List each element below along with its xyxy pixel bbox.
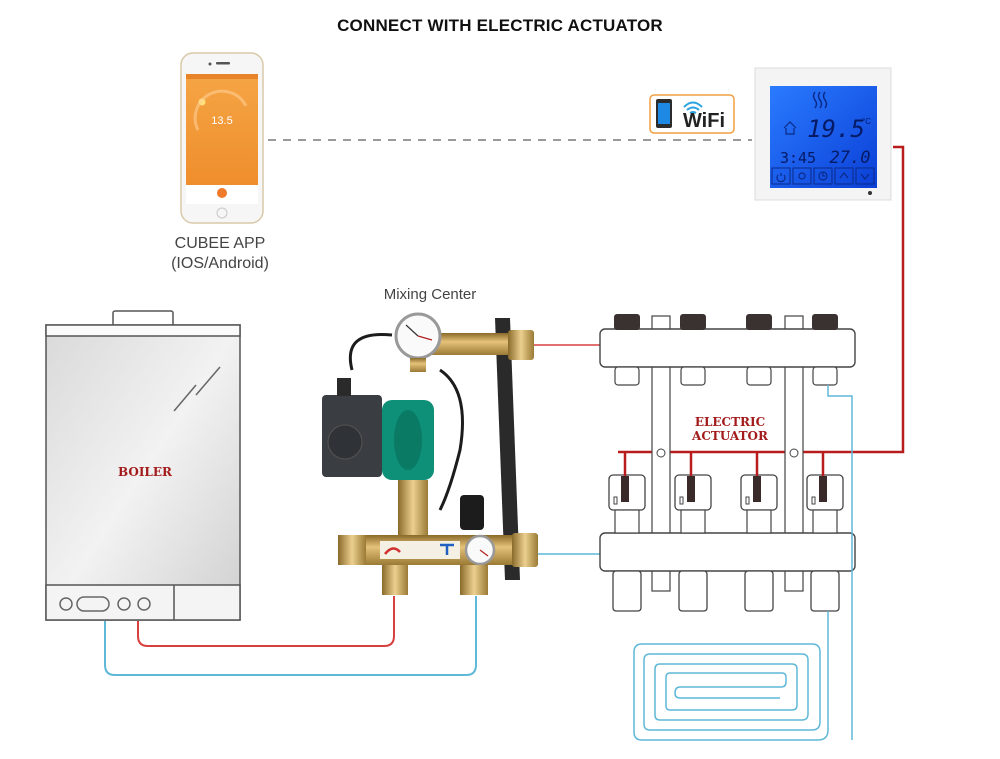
home-icon (783, 121, 797, 135)
boiler-return-pipe (104, 596, 477, 676)
phone-temp: 13.5 (211, 115, 232, 127)
app-name: CUBEE APP (174, 235, 266, 252)
boiler-dial-1 (59, 597, 73, 611)
phone-home-button (216, 207, 228, 219)
power-icon (776, 173, 786, 183)
down-icon (860, 173, 870, 180)
supply-outlet-fitting (746, 366, 772, 386)
supply-valve-cap (680, 314, 706, 330)
wifi-label: WiFi (683, 110, 725, 132)
return-manifold-bar (599, 532, 856, 572)
return-outlet-fitting (810, 570, 840, 612)
thermostat-lcd (770, 86, 877, 188)
electric-actuator-label: ELECTRIC ACTUATOR (660, 415, 800, 443)
electric-actuator (740, 474, 778, 534)
mode-icon (798, 172, 806, 180)
return-outlet-fitting (744, 570, 774, 612)
app-label: CUBEE APP (IOS/Android) (150, 234, 290, 274)
supply-outlet-fitting (614, 366, 640, 386)
room-temperature: 19.5 (807, 115, 865, 143)
clock-readout: 3:45 (780, 149, 816, 167)
wifi-icon (683, 101, 703, 114)
phone-screen (186, 74, 258, 204)
boiler-supply-pipe (137, 596, 395, 647)
thermostat-clock-button[interactable] (813, 167, 833, 185)
smartphone: 13.5 (180, 52, 264, 224)
flow-arrow-icon (384, 547, 401, 555)
set-temperature: 27.0 (830, 148, 871, 168)
app-platforms: (IOS/Android) (171, 255, 269, 272)
supply-valve-cap (614, 314, 640, 330)
electric-actuator (806, 474, 844, 534)
boiler-display (76, 596, 110, 612)
boiler-dial-3 (137, 597, 151, 611)
boiler-label: BOILER (118, 465, 172, 479)
thermostat-indicator-dot (868, 191, 872, 195)
return-arrow-icon (440, 543, 454, 555)
page-title: CONNECT WITH ELECTRIC ACTUATOR (337, 16, 663, 35)
supply-outlet-fitting (812, 366, 838, 386)
return-outlet-fitting (678, 570, 708, 612)
control-wire-main (618, 145, 905, 454)
phone-center-button (217, 188, 227, 198)
actuator-label-line2: ACTUATOR (692, 429, 768, 443)
thermostat: 19.5 °C 3:45 27.0 (754, 67, 892, 201)
underfloor-heating-loop (633, 611, 829, 741)
actuator-label-line1: ELECTRIC (694, 415, 766, 429)
thermostat-down-button[interactable] (855, 167, 875, 185)
up-icon (839, 172, 849, 179)
boiler-dial-2 (117, 597, 131, 611)
thermostat-power-button[interactable] (771, 167, 791, 185)
mixing-center (322, 312, 538, 595)
loop-return-pipe (827, 385, 853, 740)
clock-icon (818, 171, 828, 181)
wifi-badge: WiFi (649, 94, 735, 134)
supply-valve-cap (746, 314, 772, 330)
electric-actuator (674, 474, 712, 534)
supply-valve-cap (812, 314, 838, 330)
manifold (599, 314, 856, 612)
mixing-center-label: Mixing Center (383, 286, 477, 303)
pump-dial (327, 424, 363, 460)
return-outlet-fitting (612, 570, 642, 612)
thermostat-up-button[interactable] (834, 167, 854, 185)
supply-manifold-bar (599, 328, 856, 368)
boiler (45, 310, 241, 621)
floor-pipe-coil (633, 611, 829, 741)
temp-unit: °C (862, 117, 871, 126)
electric-actuator (608, 474, 646, 534)
supply-outlet-fitting (680, 366, 706, 386)
heat-icon (812, 91, 828, 109)
thermostat-mode-button[interactable] (792, 167, 812, 185)
